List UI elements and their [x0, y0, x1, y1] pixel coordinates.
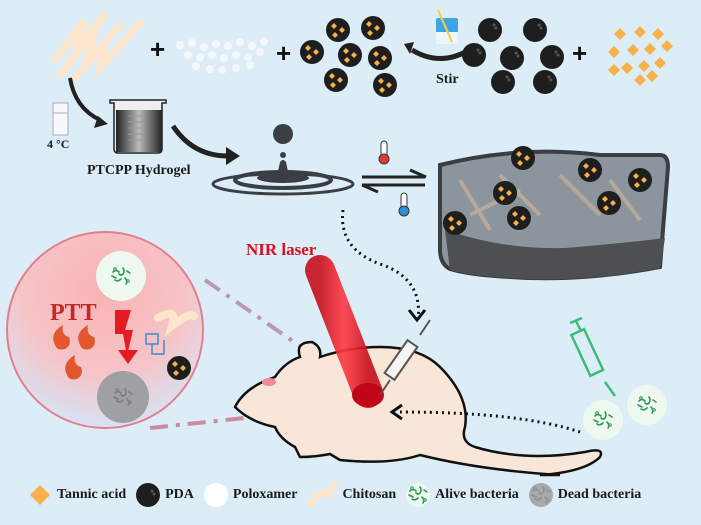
- stir-label: Stir: [436, 72, 459, 87]
- alive-bacteria-1: [583, 400, 623, 440]
- legend-item-alive-bacteria: Alive bacteria: [406, 482, 519, 508]
- ptt-mechanism-circle: [6, 231, 204, 429]
- legend-label: Dead bacteria: [557, 487, 642, 502]
- nir-laser-label: NIR laser: [246, 240, 317, 259]
- syringe-hydrogel-icon: [379, 319, 431, 396]
- legend-label: Chitosan: [342, 487, 397, 502]
- poloxamer-dots: [176, 37, 268, 74]
- legend-item-pda: PDA: [136, 482, 194, 508]
- legend-label: PDA: [165, 487, 194, 502]
- syringe-bacteria-icon: [569, 316, 617, 397]
- tannic-acid-diamonds: [608, 26, 673, 86]
- legend-item-tannic-acid: Tannic acid: [28, 482, 126, 508]
- mouse-eye: [262, 378, 276, 386]
- hydrogel-label: PTCPP Hydrogel: [87, 163, 191, 178]
- legend-label: Poloxamer: [232, 487, 298, 502]
- plus-sign: +: [572, 38, 588, 68]
- poloxamer-circle-icon: [203, 483, 228, 507]
- legend-item-dead-bacteria: Dead bacteria: [528, 482, 642, 508]
- legend-item-poloxamer: Poloxamer: [203, 482, 298, 508]
- thermometer-cold-icon: [398, 192, 410, 217]
- dead-bacteria-icon: [528, 483, 553, 507]
- ptt-label: PTT: [50, 300, 97, 326]
- legend-label: Tannic acid: [57, 487, 127, 502]
- stir-beaker-icon: [436, 9, 458, 44]
- alive-bacteria-2: [627, 385, 667, 425]
- dotted-arrow-to-mouse: [341, 209, 421, 321]
- alive-bacteria-icon: [406, 483, 431, 507]
- hydrogel-cube: [438, 146, 671, 281]
- arrow-to-beaker: [68, 77, 101, 122]
- chitosan-strand-icon: [307, 482, 338, 508]
- hydrogel-drop-icon: [211, 124, 355, 196]
- nir-laser-beam: [305, 255, 384, 408]
- plus-sign: +: [276, 38, 292, 68]
- equilibrium-arrows: [361, 168, 427, 194]
- temperature-label: 4 °C: [47, 137, 70, 151]
- mouse-illustration: [233, 340, 603, 477]
- pda-cluster: [462, 18, 564, 94]
- plus-sign: +: [150, 34, 166, 64]
- legend: Tannic acid PDA Poloxamer Chitosan Alive…: [28, 482, 645, 508]
- legend-item-chitosan: Chitosan: [307, 482, 396, 508]
- chitosan-strands: [51, 11, 144, 82]
- pda-tannic-cluster: [300, 16, 397, 97]
- fridge-icon: [52, 102, 69, 136]
- arrow-to-drop: [170, 124, 229, 159]
- pda-sphere-icon: [136, 483, 161, 507]
- legend-label: Alive bacteria: [435, 487, 519, 502]
- thermometer-hot-icon: [378, 140, 390, 165]
- beaker-icon: [109, 99, 167, 154]
- tannic-acid-diamond-icon: [30, 485, 50, 505]
